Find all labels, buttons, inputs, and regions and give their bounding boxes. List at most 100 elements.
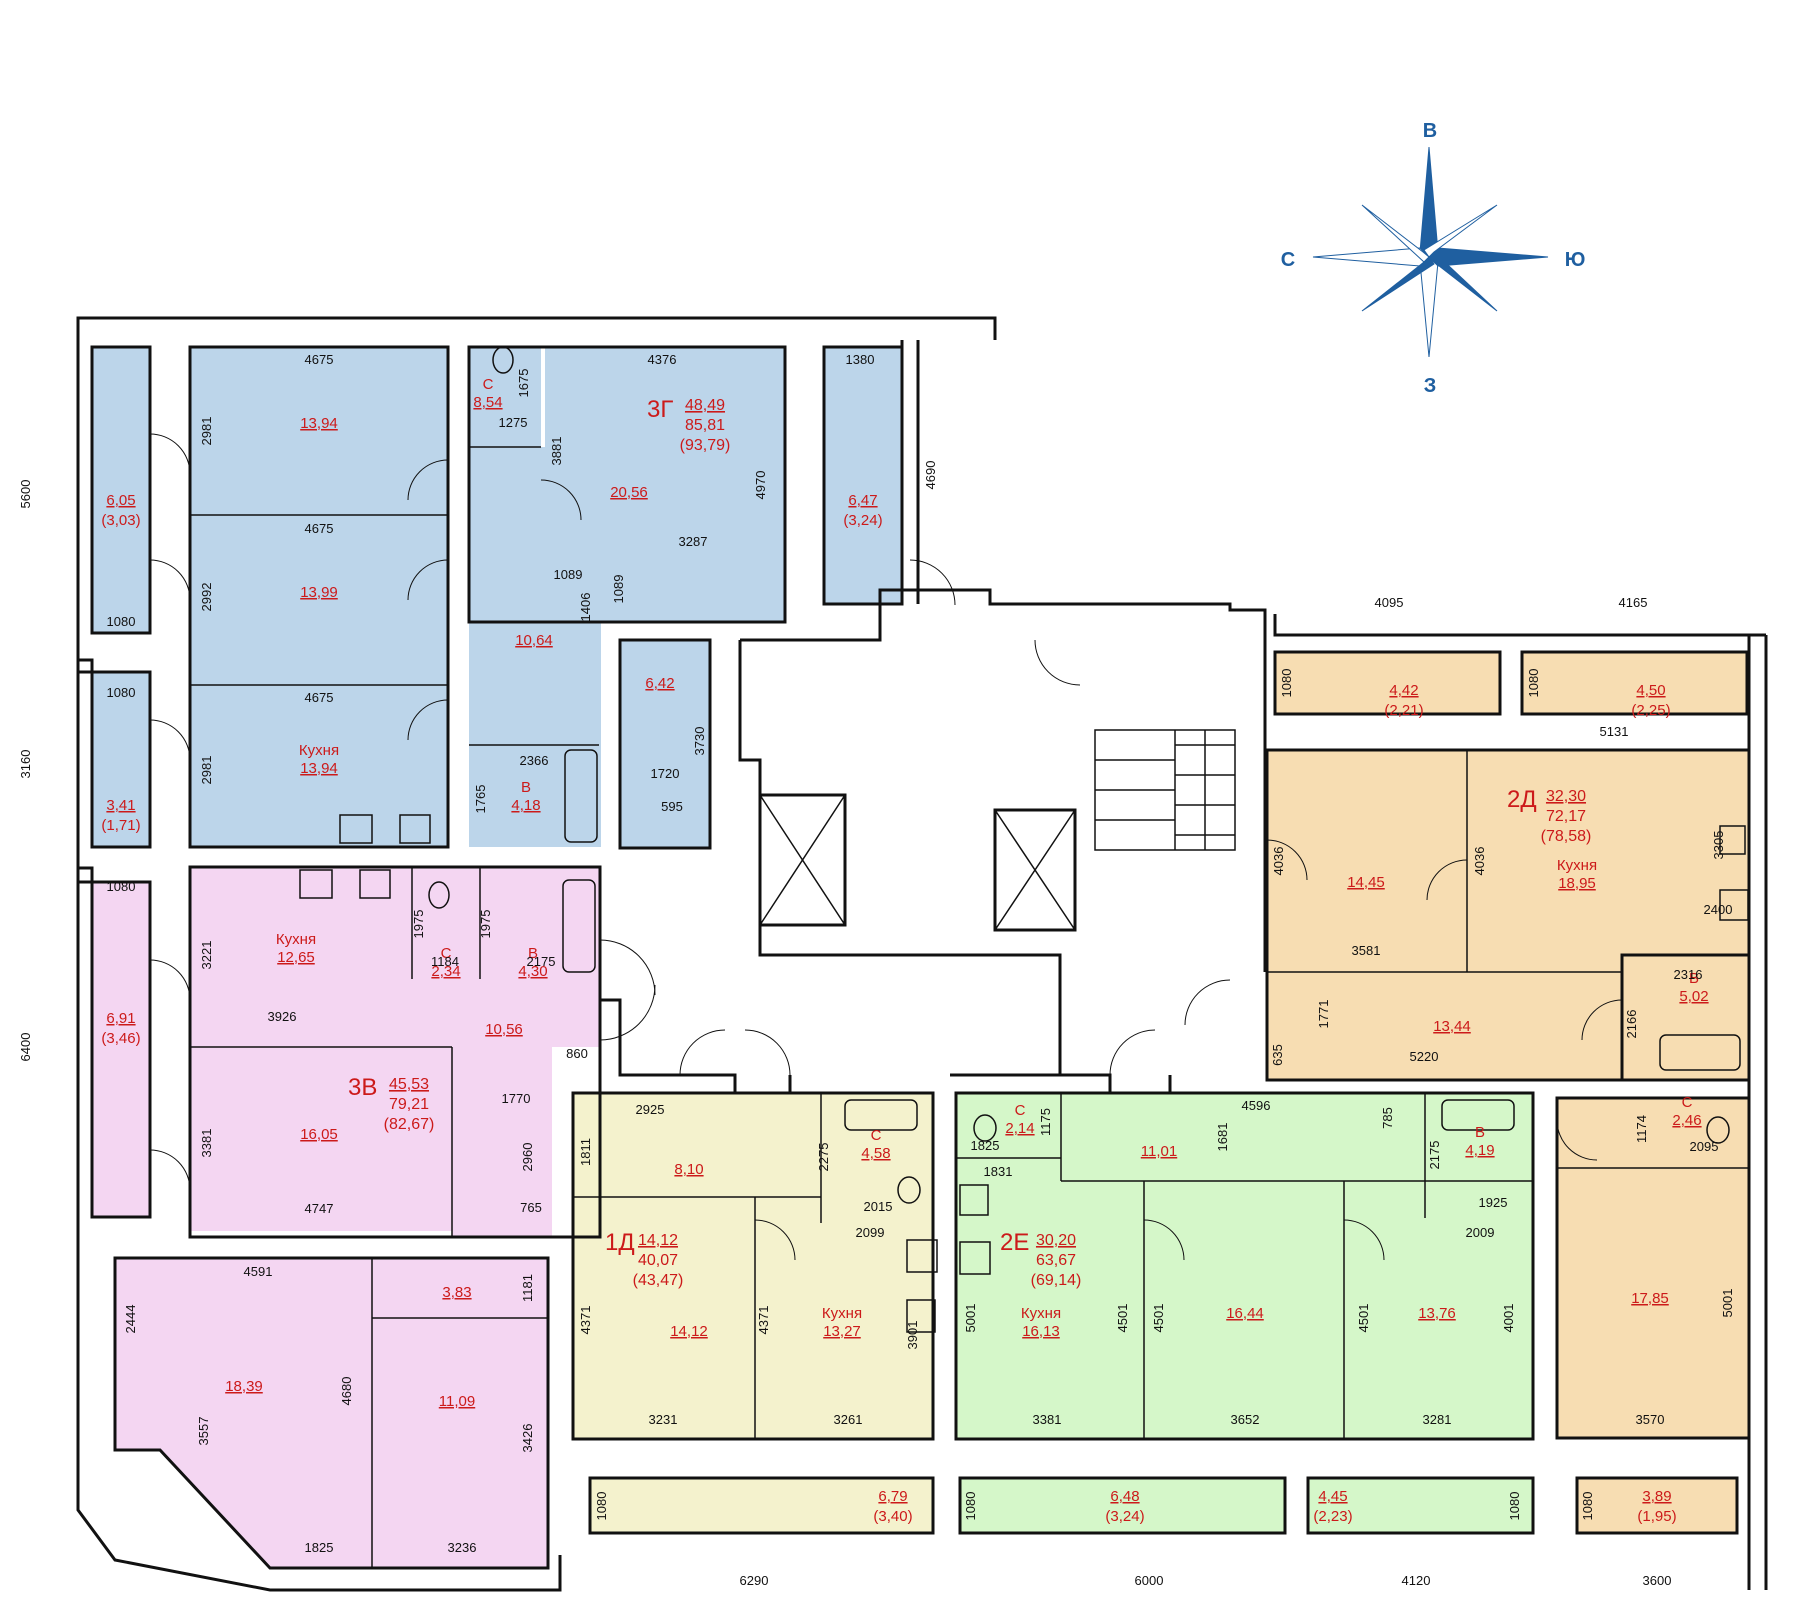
dimension-label: 4376: [648, 352, 677, 367]
dimension-label: 1681: [1215, 1123, 1230, 1152]
dimension-label: 3381: [199, 1129, 214, 1158]
dimension-label: 3261: [834, 1412, 863, 1427]
apartment-total-area: 63,67: [1036, 1252, 1076, 1269]
dimension-label: 2015: [864, 1199, 893, 1214]
dimension-label: 2981: [199, 417, 214, 446]
apartment-code: 2Д: [1507, 786, 1537, 813]
dimension-label: 2175: [527, 954, 556, 969]
dimension-label: 4596: [1242, 1098, 1271, 1113]
apartment-code: 2Е: [1000, 1229, 1029, 1256]
sink-icon: [1719, 889, 1749, 921]
room-area: 12,65: [277, 949, 315, 966]
dimension-label: 3881: [549, 437, 564, 466]
dimension-label: 4970: [753, 471, 768, 500]
dimension-label: 4036: [1271, 847, 1286, 876]
dimension-label: 4690: [923, 461, 938, 490]
room-label: 8,10: [674, 1161, 703, 1178]
apartment-total-with-balcony: (93,79): [680, 437, 731, 454]
dimension-label: 3287: [679, 534, 708, 549]
apartment-code: 3Г: [647, 396, 673, 423]
dimension-label: 2316: [1674, 967, 1703, 982]
apartment-total-area: 79,21: [389, 1096, 429, 1113]
room-label: 10,64: [515, 632, 553, 649]
room-area-with-coefficient: (3,40): [873, 1508, 912, 1525]
room-area: 2,46: [1672, 1112, 1701, 1129]
dimension-label: 3600: [1643, 1573, 1672, 1588]
apartment-2e: [956, 1093, 1533, 1533]
apartment-label-3v: 3В 45,53 79,21 (82,67): [348, 1074, 434, 1133]
apartment-code: 1Д: [605, 1229, 635, 1256]
dimension-label: 3221: [199, 941, 214, 970]
room-name: Кухня: [299, 742, 339, 759]
room-label: 20,56: [610, 484, 648, 501]
apartment-3g: [92, 347, 902, 848]
dimension-label: 1080: [1507, 1492, 1522, 1521]
room-label: С8,54: [473, 376, 502, 411]
dimension-label: 2275: [816, 1143, 831, 1172]
apartment-label-1d: 1Д 14,12 40,07 (43,47): [605, 1229, 683, 1289]
dimension-label: 3281: [1423, 1412, 1452, 1427]
dimension-label: 1380: [846, 352, 875, 367]
dimension-label: 2992: [199, 583, 214, 612]
room-label: 4,42(2,21): [1384, 682, 1423, 719]
dimension-label: 1771: [1316, 1000, 1331, 1029]
room-label: В4,30: [518, 945, 547, 980]
room-area: 18,39: [225, 1378, 263, 1395]
dimension-label: 2981: [199, 756, 214, 785]
room-area: 16,05: [300, 1126, 338, 1143]
dimension-label: 785: [1380, 1107, 1395, 1129]
dimension-label: 5001: [963, 1304, 978, 1333]
compass-rose-icon: В С Ю З: [1281, 120, 1586, 397]
room-area: 6,79: [878, 1488, 907, 1505]
room-area: 11,09: [439, 1393, 475, 1410]
apartment-2d: [1267, 652, 1749, 1533]
room-area: 11,01: [1141, 1143, 1177, 1160]
dimension-label: 2009: [1466, 1225, 1495, 1240]
room-name: В: [521, 779, 531, 796]
fixtures: [299, 346, 1749, 1333]
dimension-label: 1720: [651, 766, 680, 781]
apartment-label-2e: 2Е 30,20 63,67 (69,14): [1000, 1229, 1081, 1289]
dimension-label: 3652: [1231, 1412, 1260, 1427]
dimension-label: 1275: [499, 415, 528, 430]
stove-icon: [906, 1299, 936, 1333]
dimension-label: 3231: [649, 1412, 678, 1427]
dimension-label: 1184: [431, 954, 459, 969]
dimension-label: 3570: [1636, 1412, 1665, 1427]
room-area: 20,56: [610, 484, 648, 501]
apartment-total-area: 72,17: [1546, 808, 1586, 825]
room-label: 6,42: [645, 675, 674, 692]
room-label: 6,05(3,03): [101, 492, 140, 529]
apartment-1d: [573, 1093, 933, 1533]
room-area: 6,91: [106, 1010, 135, 1027]
dimension-label: 1925: [1479, 1195, 1508, 1210]
room-name: С: [871, 1127, 882, 1144]
room-area: 6,47: [848, 492, 877, 509]
dimension-label: 4591: [244, 1264, 273, 1279]
stove-icon: [299, 869, 333, 899]
room-name: Кухня: [822, 1305, 862, 1322]
dimension-label: 1831: [984, 1164, 1013, 1179]
room-area: 16,44: [1226, 1305, 1264, 1322]
room-label: 4,50(2,25): [1631, 682, 1670, 719]
room-label: 13,99: [300, 584, 338, 601]
dimension-label: 1825: [971, 1138, 1000, 1153]
room-area-with-coefficient: (2,23): [1313, 1508, 1352, 1525]
room-area: 4,18: [511, 797, 540, 814]
dimension-label: 3926: [268, 1009, 297, 1024]
walls: [76, 316, 1768, 1592]
compass-north-label: В: [1423, 120, 1437, 142]
dimension-label: 2400: [1704, 902, 1733, 917]
apartment-total-with-balcony: (69,14): [1031, 1272, 1082, 1289]
room-area: 5,02: [1679, 988, 1708, 1005]
dimension-label: 595: [661, 799, 683, 814]
apartment-3v: [92, 867, 600, 1568]
room-label: 4,45(2,23): [1313, 1488, 1352, 1525]
dimension-label: 1089: [554, 567, 583, 582]
room-area: 3,89: [1642, 1488, 1671, 1505]
dimension-label: 1770: [502, 1091, 531, 1106]
dimension-label: 2366: [520, 753, 549, 768]
